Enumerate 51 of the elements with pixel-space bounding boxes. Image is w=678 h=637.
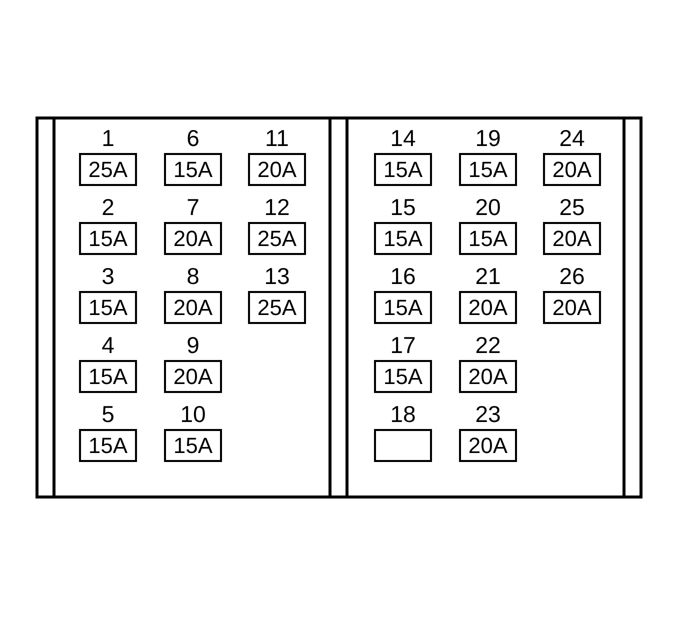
fuse-slot: 15A (374, 360, 432, 393)
fuse-number: 10 (179, 402, 207, 426)
fuse-number: 20 (474, 195, 502, 219)
fuse-slot: 20A (543, 222, 601, 255)
fuse-slot: 20A (164, 360, 222, 393)
fuse-slot: 15A (79, 222, 137, 255)
fuse-number: 21 (474, 264, 502, 288)
fuse-slot: 15A (374, 291, 432, 324)
fuse-slot: 25A (248, 222, 306, 255)
fuse-number: 14 (389, 126, 417, 150)
fuse-number: 12 (263, 195, 291, 219)
fuse-number: 18 (389, 402, 417, 426)
fuse-slot: 15A (459, 222, 517, 255)
fuse-slot: 20A (164, 222, 222, 255)
fuse-number: 25 (558, 195, 586, 219)
fuse-slot: 15A (164, 153, 222, 186)
fuse-number: 11 (264, 126, 290, 150)
fuse-slot: 20A (459, 291, 517, 324)
fuse-slot: 20A (543, 291, 601, 324)
fuse-number: 24 (558, 126, 586, 150)
fuse-number: 5 (100, 402, 116, 426)
fuse-number: 9 (186, 333, 200, 357)
fuse-slot: 20A (459, 429, 517, 462)
fuse-slot: 20A (248, 153, 306, 186)
fuse-slot: 20A (164, 291, 222, 324)
fuse-slot: 15A (79, 429, 137, 462)
fuse-number: 3 (100, 264, 116, 288)
fuse-slot: 15A (374, 222, 432, 255)
fuse-slot: 25A (79, 153, 137, 186)
fuse-number: 7 (186, 195, 200, 219)
fuse-number: 2 (100, 195, 116, 219)
fuse-slot: 20A (459, 360, 517, 393)
fuse-number: 16 (389, 264, 417, 288)
fuse-slot: 25A (248, 291, 306, 324)
fuse-slot: 15A (79, 360, 137, 393)
fuse-slot: 15A (459, 153, 517, 186)
fuse-slot: 15A (164, 429, 222, 462)
fuse-number: 6 (186, 126, 200, 150)
fuse-number: 22 (474, 333, 502, 357)
fuse-number: 26 (558, 264, 586, 288)
fuse-number: 1 (100, 126, 116, 150)
fuse-number: 15 (389, 195, 417, 219)
fuse-number: 17 (389, 333, 417, 357)
fuse-slot: 15A (79, 291, 137, 324)
fuse-slot: 20A (543, 153, 601, 186)
fuse-number: 23 (474, 402, 502, 426)
fuse-slot: 15A (374, 153, 432, 186)
fuse-number: 19 (474, 126, 502, 150)
fuse-number: 8 (186, 264, 200, 288)
fuse-number: 4 (100, 333, 116, 357)
fuse-number: 13 (263, 264, 291, 288)
